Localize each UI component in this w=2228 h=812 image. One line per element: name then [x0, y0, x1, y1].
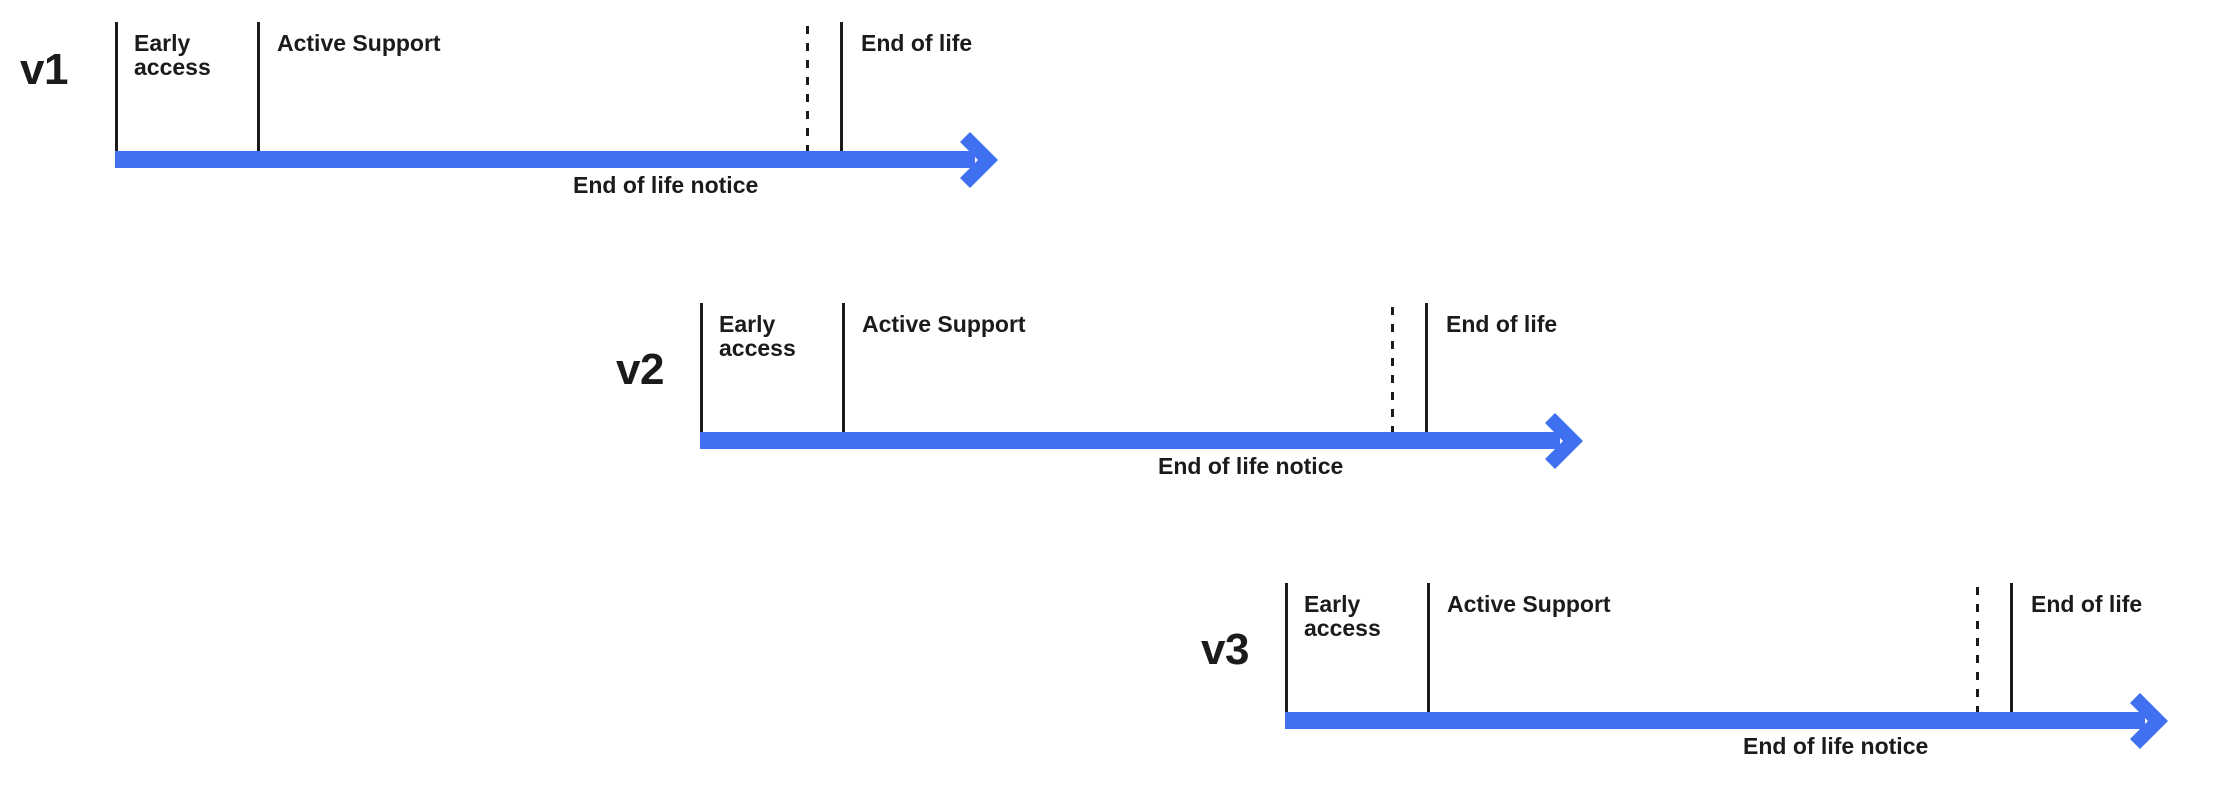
phase-label-active-support-v3: Active Support: [1447, 591, 1611, 617]
phase-label-early-access-v3: Early access: [1304, 591, 1381, 642]
phase-label-end-of-life-v1: End of life: [861, 30, 973, 56]
end-of-life-notice-label-v1: End of life notice: [573, 172, 759, 198]
phase-label-active-support-v1: Active Support: [277, 30, 441, 56]
phase-label-end-of-life-v3: End of life: [2031, 591, 2143, 617]
lifecycle-arrow-shaft-v3: [1285, 712, 2145, 729]
phase-divider-early-access-start-v2: [700, 303, 703, 433]
phase-divider-active-support-start-v2: [842, 303, 845, 433]
phase-divider-end-of-life-start-v1: [840, 22, 843, 152]
lifecycle-arrow-head-v1: [958, 129, 1020, 196]
phase-divider-end-of-life-start-v3: [2010, 583, 2013, 713]
version-label-v1: v1: [20, 45, 68, 94]
phase-label-early-access-v1: Early access: [134, 30, 211, 81]
phase-divider-early-access-start-v3: [1285, 583, 1288, 713]
phase-label-end-of-life-v2: End of life: [1446, 311, 1558, 337]
end-of-life-notice-label-v3: End of life notice: [1743, 733, 1929, 759]
phase-divider-active-support-start-v1: [257, 22, 260, 152]
phase-label-early-access-v2: Early access: [719, 311, 796, 362]
version-label-v2: v2: [616, 345, 664, 394]
lifecycle-arrow-head-v3: [2128, 690, 2190, 757]
end-of-life-notice-marker-v1: [806, 26, 809, 152]
lifecycle-arrow-shaft-v2: [700, 432, 1560, 449]
version-label-v3: v3: [1201, 625, 1249, 674]
lifecycle-arrow-shaft-v1: [115, 151, 975, 168]
phase-label-active-support-v2: Active Support: [862, 311, 1026, 337]
phase-divider-early-access-start-v1: [115, 22, 118, 152]
phase-divider-active-support-start-v3: [1427, 583, 1430, 713]
lifecycle-arrow-head-v2: [1543, 410, 1605, 477]
end-of-life-notice-marker-v3: [1976, 587, 1979, 713]
end-of-life-notice-marker-v2: [1391, 307, 1394, 433]
phase-divider-end-of-life-start-v2: [1425, 303, 1428, 433]
end-of-life-notice-label-v2: End of life notice: [1158, 453, 1344, 479]
